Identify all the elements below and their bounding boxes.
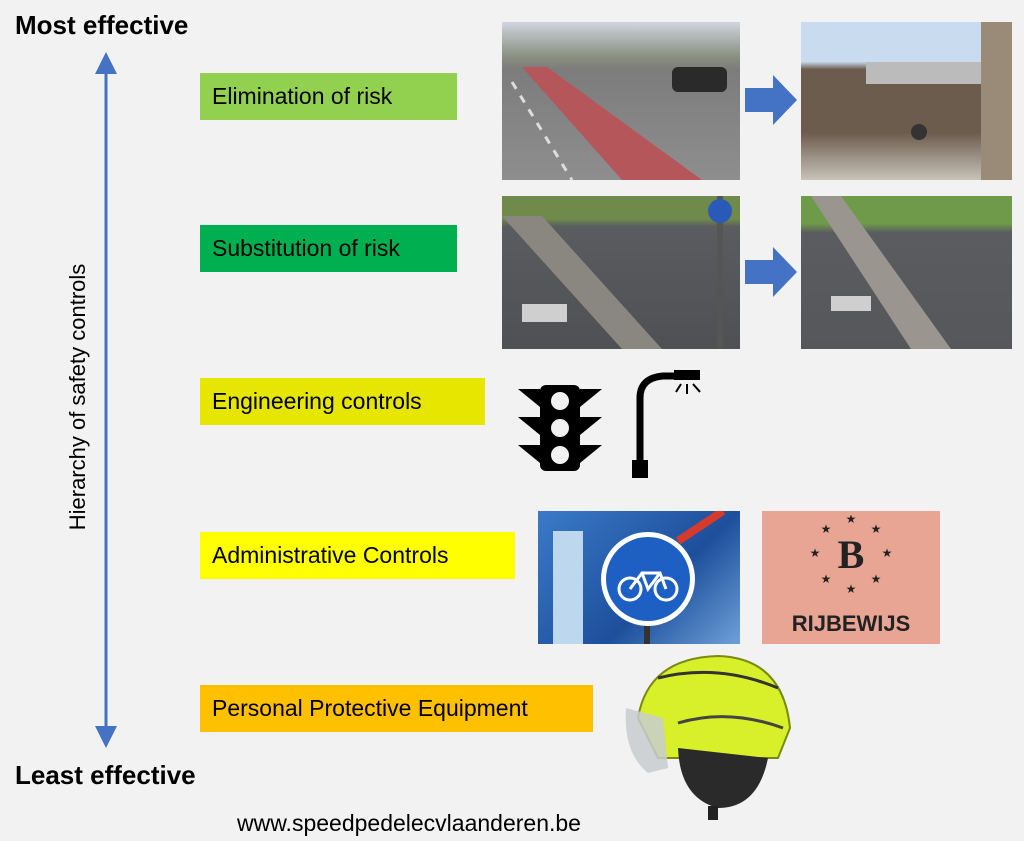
website-url: www.speedpedelecvlaanderen.be [237,810,581,836]
level-ppe: Personal Protective Equipment [200,685,593,732]
level-elimination: Elimination of risk [200,73,457,120]
right-arrow-icon [745,247,797,297]
svg-text:★: ★ [821,522,832,536]
effectiveness-arrow [95,52,117,748]
license-text: RIJBEWIJS [791,611,911,636]
most-effective-label: Most effective [15,10,189,40]
level-substitution: Substitution of risk [200,225,457,272]
level-administrative: Administrative Controls [200,532,515,579]
right-arrow-icon [745,75,797,125]
bike-path-before-photo [502,196,740,349]
license-letter: B [837,532,865,577]
bicycle-sign-photo [538,511,740,644]
hierarchy-title: Hierarchy of safety controls [65,263,90,531]
svg-text:★: ★ [821,572,832,586]
svg-text:★: ★ [871,572,882,586]
svg-text:★: ★ [871,522,882,536]
eu-stars-icon: ★★★★★★★★ [810,515,893,596]
bike-path-after-photo [801,196,1012,349]
traffic-light-icon [518,385,602,471]
svg-text:★: ★ [810,546,821,560]
level-engineering: Engineering controls [200,378,485,425]
svg-text:★: ★ [882,546,893,560]
driving-license-photo: ★★★★★★★★ B RIJBEWIJS [762,511,940,644]
least-effective-label: Least effective [15,760,196,790]
bike-underpass-photo [801,22,1012,180]
street-lamp-icon [632,370,701,478]
helmet-icon [625,654,792,820]
svg-text:★: ★ [846,515,857,526]
road-crossing-photo [502,22,740,180]
svg-text:★: ★ [846,582,857,596]
